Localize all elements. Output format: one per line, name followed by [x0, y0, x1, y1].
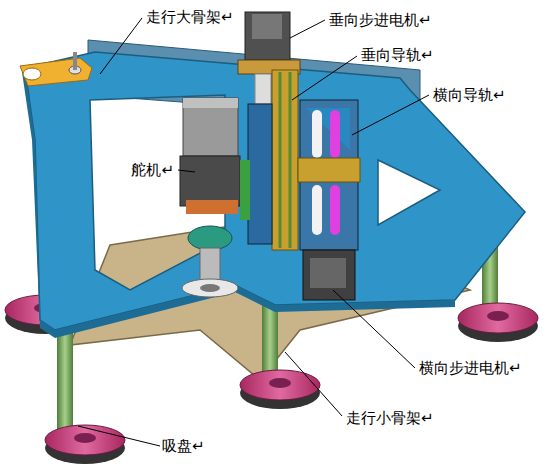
- part-label: 垂向导轨↵: [359, 46, 436, 64]
- part-label: 走行小骨架↵: [344, 409, 436, 427]
- part-label: 吸盘↵: [160, 437, 207, 455]
- suction-cup: [45, 320, 125, 464]
- part-label: 横向步进电机↵: [417, 359, 524, 377]
- part-label: 走行大骨架↵: [144, 8, 236, 26]
- part-label: 垂向步进电机↵: [327, 11, 434, 29]
- part-label: 舵机↵: [129, 161, 176, 179]
- suction-cup: [240, 300, 320, 409]
- part-label: 横向导轨↵: [431, 86, 508, 104]
